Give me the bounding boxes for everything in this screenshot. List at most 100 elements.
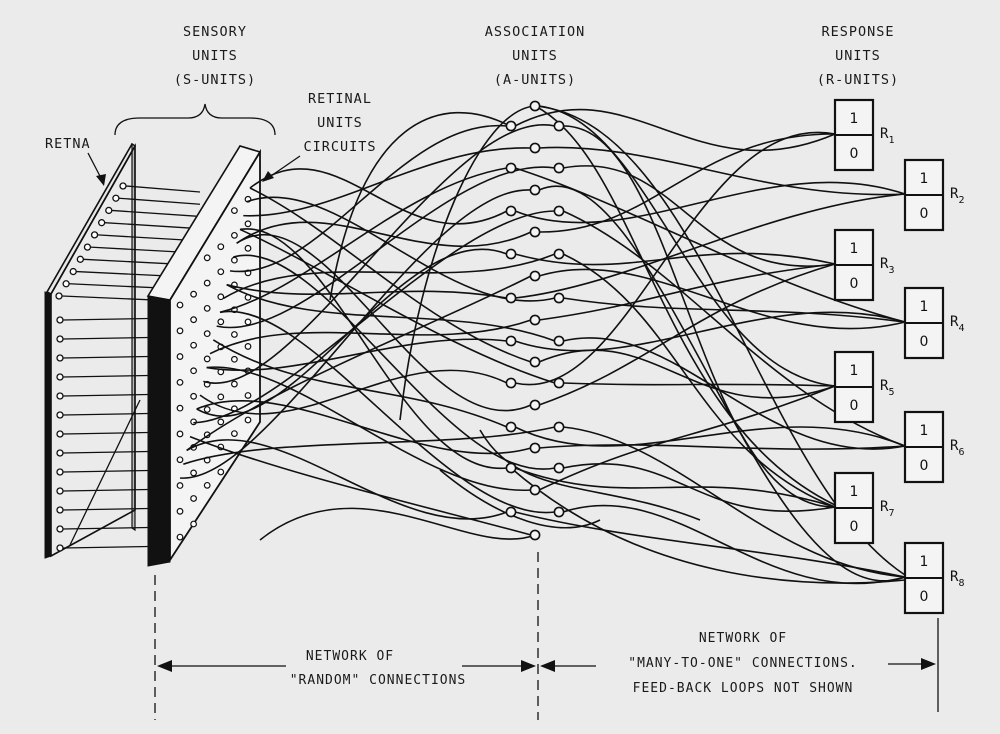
r-unit-subscript: 5: [888, 387, 894, 398]
r-unit-top-value: 1: [920, 171, 929, 187]
s-unit-dot: [176, 404, 184, 412]
a-unit-node: [553, 421, 565, 433]
s-unit-dot: [176, 430, 184, 438]
s-unit-dot: [203, 406, 211, 413]
s-unit-dot: [176, 327, 184, 335]
random-connection-wire: [199, 369, 508, 415]
s-unit-dot: [230, 256, 238, 264]
random-connection-wire: [186, 275, 532, 452]
random-connection-wire: [189, 435, 532, 536]
association-units-label: ASSOCIATION UNITS (A-UNITS): [485, 24, 584, 88]
s-unit-dot: [217, 418, 225, 426]
retina-diagonal: [69, 399, 141, 546]
r-unit-top-value: 1: [850, 241, 859, 257]
retina-dot: [105, 206, 113, 215]
retina-dot: [56, 373, 64, 381]
s-unit-dot: [190, 341, 198, 349]
a-unit-node: [529, 442, 541, 454]
s-unit-dot: [217, 318, 225, 326]
sensory-units-label: SENSORY UNITS (S-UNITS): [174, 24, 255, 88]
a-unit-node: [553, 120, 565, 132]
retina-dot: [56, 392, 64, 400]
retina-dot: [112, 194, 120, 202]
r-unit-top-value: 1: [850, 363, 859, 379]
r-unit-subscript: 7: [888, 508, 894, 519]
a-unit-node: [505, 335, 517, 347]
response-label-line2: UNITS: [835, 48, 881, 64]
r-unit-bottom-value: 0: [850, 146, 859, 162]
retina-sensor-dots: [55, 182, 127, 552]
a-unit-node: [553, 162, 565, 174]
retina-dot: [56, 335, 64, 343]
r-unit-label: R1: [880, 126, 894, 146]
many-to-one-wire: [562, 125, 836, 508]
s-unit-dot: [230, 331, 238, 338]
sensory-label-line2: UNITS: [192, 48, 238, 64]
s-unit-dot: [176, 507, 184, 515]
r-unit-bottom-value: 0: [920, 206, 929, 222]
network-random-line2: "RANDOM" CONNECTIONS: [290, 673, 467, 688]
s-unit-dot: [203, 481, 211, 489]
many-to-one-wire: [538, 444, 906, 450]
many-to-one-wire: [538, 385, 836, 491]
retina-dot: [98, 219, 106, 227]
many-to-one-wire: [514, 426, 906, 447]
s-unit-dot: [230, 430, 238, 438]
r-unit-letter: R: [950, 569, 959, 585]
many-to-one-wire: [514, 131, 836, 386]
r-unit-3: 1 0 R3: [833, 228, 894, 302]
a-unit-node: [529, 226, 541, 238]
retina-dot: [56, 525, 64, 533]
a-unit-node: [553, 335, 565, 347]
r-unit-letter: R: [880, 378, 889, 394]
retinal-label-line2: UNITS: [317, 115, 363, 131]
r-unit-letter: R: [950, 314, 959, 330]
s-unit-dot: [176, 301, 184, 309]
retina-line: [118, 197, 201, 205]
r-unit-top-value: 1: [850, 484, 859, 500]
many-to-one-wire: [514, 167, 906, 323]
a-unit-node: [505, 120, 517, 132]
retina-dot: [62, 280, 70, 288]
many-to-one-wire: [538, 263, 836, 321]
random-connection-wire: [399, 105, 536, 421]
r-unit-subscript: 2: [958, 195, 964, 206]
a-unit-node: [529, 270, 541, 282]
s-unit-dot: [176, 378, 184, 386]
many-to-one-wire: [534, 105, 836, 506]
r-unit-label: R3: [880, 256, 894, 276]
random-connection-wire: [233, 254, 556, 470]
r-unit-bottom-value: 0: [850, 276, 859, 292]
random-connection-wire: [236, 221, 532, 248]
association-label-line3: (A-UNITS): [494, 72, 576, 88]
r-unit-label: R6: [950, 438, 964, 458]
s-unit-dot: [203, 330, 211, 338]
s-unit-dot: [244, 343, 252, 350]
random-connection-wire: [226, 283, 556, 342]
sensory-panel: [146, 145, 262, 567]
a-unit-node: [529, 399, 541, 411]
network-many-line2: "MANY-TO-ONE" CONNECTIONS.: [628, 656, 858, 671]
s-unit-dot: [230, 231, 238, 239]
s-unit-dot: [244, 220, 252, 228]
many-to-one-wire: [538, 105, 836, 387]
r-unit-bottom-value: 0: [920, 458, 929, 474]
s-unit-dot: [230, 380, 238, 388]
random-connection-wire: [203, 124, 556, 384]
random-connection-wire: [209, 319, 532, 355]
s-unit-dot: [176, 353, 184, 360]
a-unit-node: [529, 529, 541, 541]
retina-dot: [69, 267, 77, 276]
many-to-one-wire: [514, 311, 906, 352]
retna-arrowhead: [96, 174, 106, 186]
network-random-line1: NETWORK OF: [306, 649, 394, 664]
a-unit-node: [505, 506, 517, 518]
network-many-line3: FEED-BACK LOOPS NOT SHOWN: [633, 681, 854, 696]
many-to-one-wire: [562, 297, 906, 323]
a-unit-node: [505, 162, 517, 174]
